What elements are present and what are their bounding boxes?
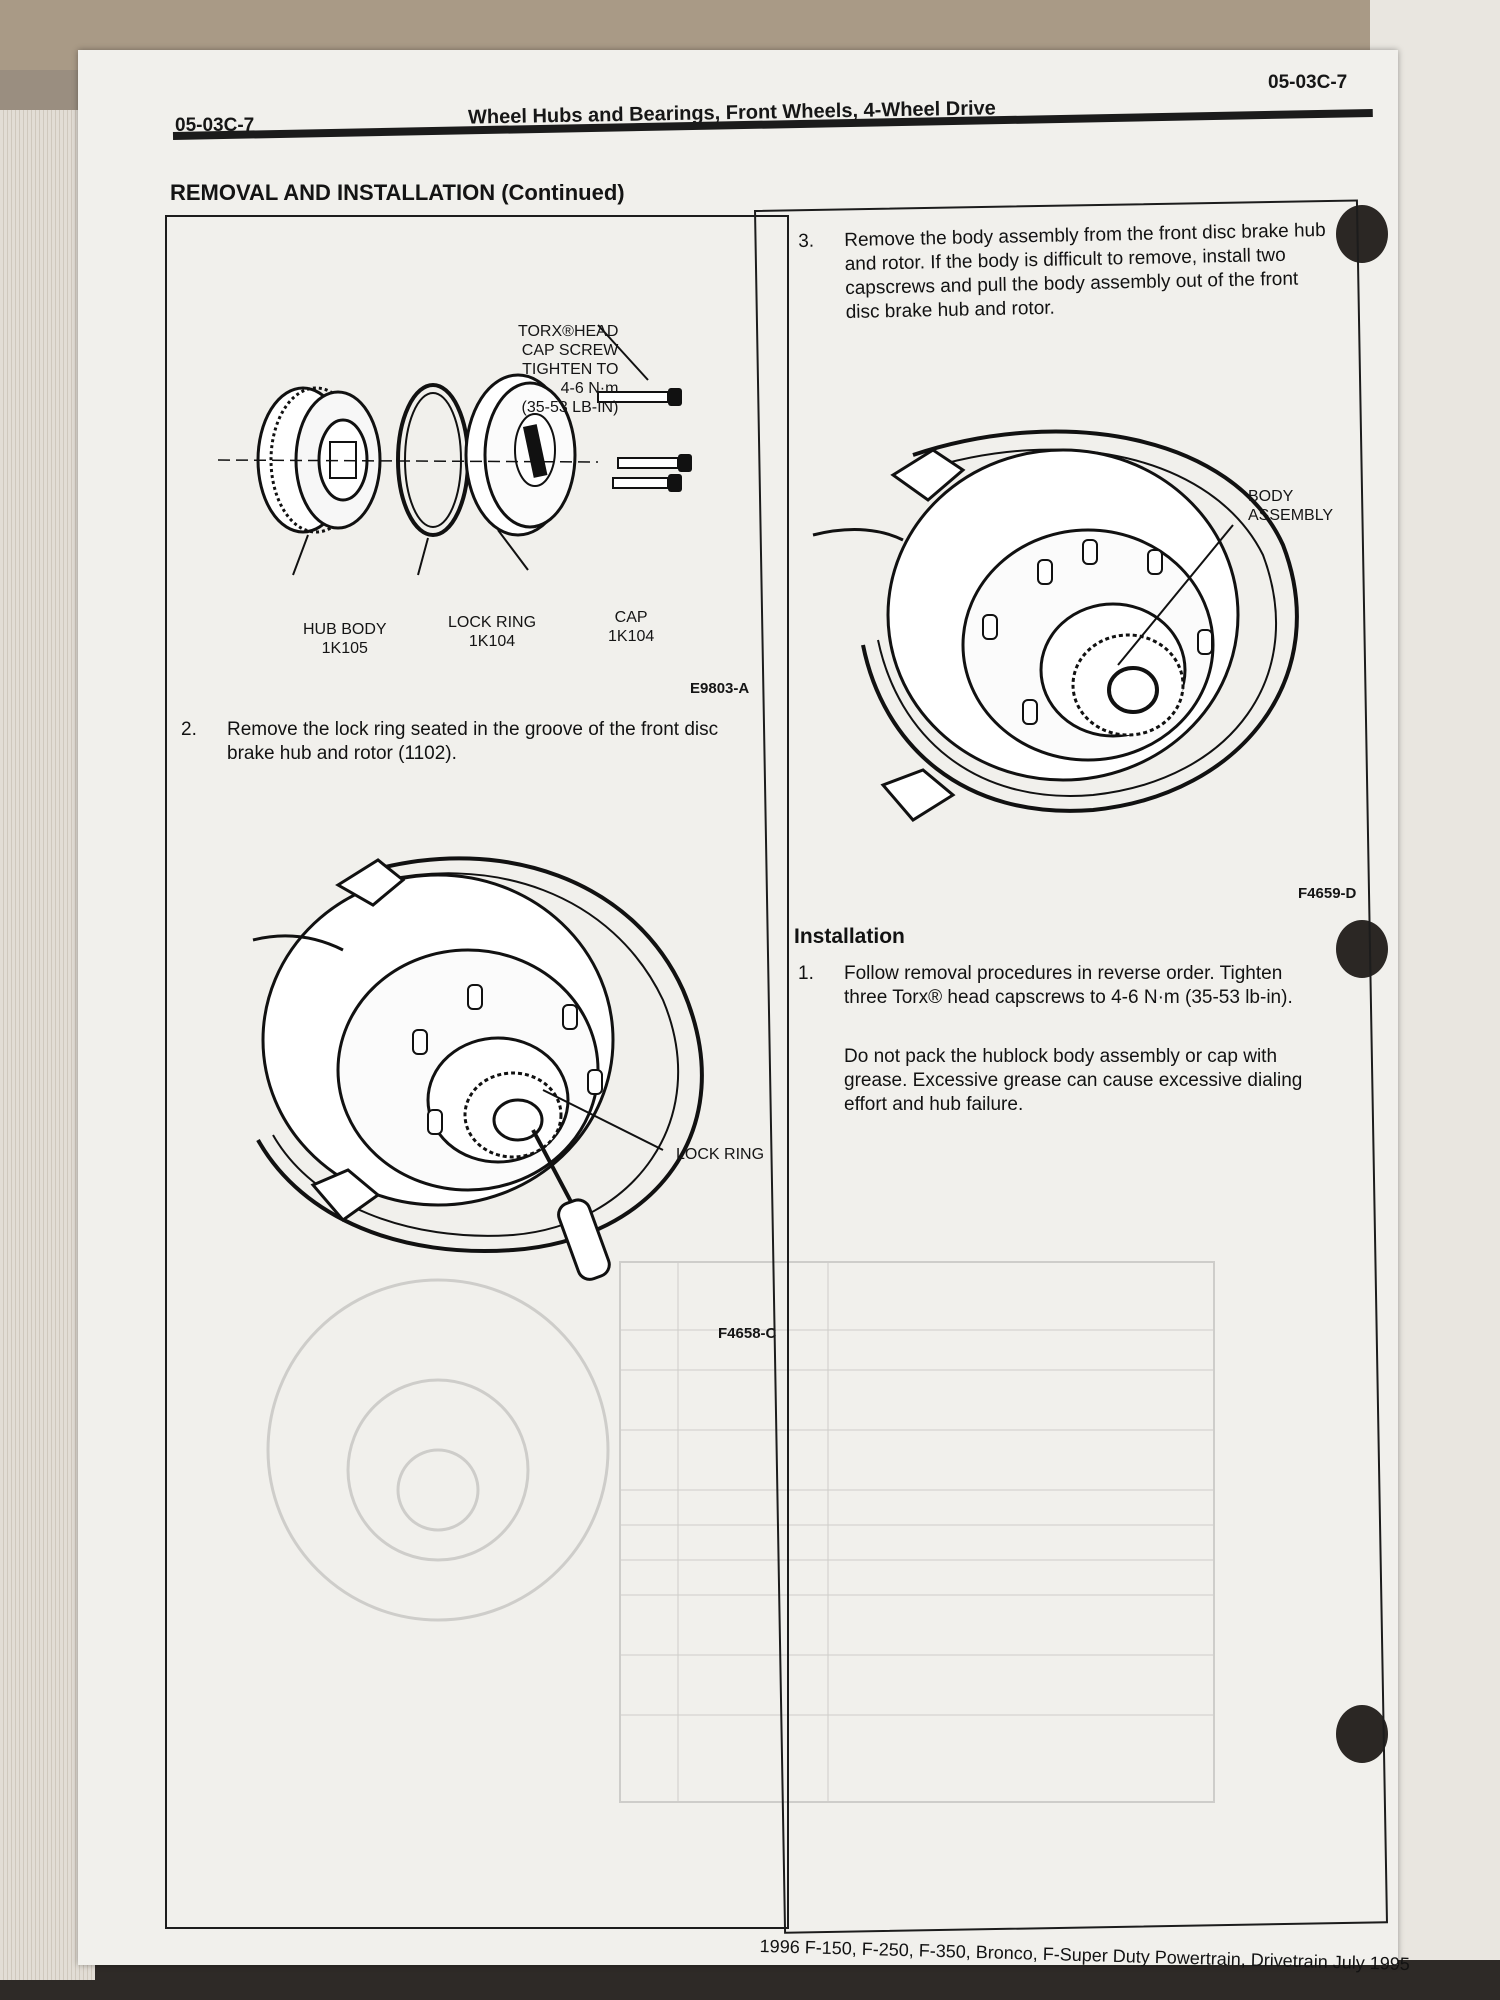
figure-body-assembly-removal: [812, 429, 1299, 822]
manual-page: 05-03C-7 Wheel Hubs and Bearings, Front …: [78, 50, 1410, 1974]
label-torx-head-cap-screw: TORX®HEAD CAP SCREW TIGHTEN TO 4-6 N·m (…: [518, 323, 619, 416]
installation-step-1-text: Follow removal procedures in reverse ord…: [844, 963, 1293, 1008]
figure-hub-exploded-view: [217, 324, 692, 576]
header-section-number-right: 05-03C-7: [1268, 72, 1348, 93]
step-2: 2. Remove the lock ring seated in the gr…: [181, 718, 771, 778]
label-lock-ring: LOCK RING 1K104: [448, 614, 537, 650]
installation-heading: Installation: [794, 925, 905, 948]
label-lock-ring-fig2: LOCK RING: [676, 1146, 765, 1163]
label-body-assembly: BODY ASSEMBLY: [1248, 488, 1334, 524]
step-2-number: 2.: [181, 719, 197, 740]
figure-id-e9803: E9803-A: [690, 680, 750, 697]
lock-ring-drawing: [396, 383, 470, 537]
step-3-number: 3.: [798, 230, 815, 252]
background-floor: [0, 1960, 1500, 2000]
bleed-through-drawing: [266, 1278, 610, 1622]
figure-id-f4659: F4659-D: [1298, 885, 1357, 902]
installation-note: Do not pack the hublock body assembly or…: [844, 1046, 1303, 1115]
left-column-panel: [165, 215, 789, 1929]
figure-id-f4658: F4658-C: [718, 1325, 777, 1342]
cap-screws-drawing: [597, 388, 692, 492]
binder-hole: [1336, 205, 1388, 263]
binder-hole: [1336, 920, 1388, 978]
cap-drawing: [464, 373, 577, 537]
step-3-text: Remove the body assembly from the front …: [844, 219, 1326, 324]
binder-hole: [1336, 1705, 1388, 1763]
installation-step-1: 1. Follow removal procedures in reverse …: [798, 962, 1338, 1042]
step-2-text: Remove the lock ring seated in the groov…: [227, 719, 719, 764]
label-cap: CAP 1K104: [608, 609, 655, 645]
step-3: 3. Remove the body assembly from the fro…: [798, 218, 1361, 360]
section-heading: REMOVAL AND INSTALLATION (Continued): [170, 180, 625, 205]
bleed-through-table: [619, 1261, 1215, 1803]
label-hub-body: HUB BODY 1K105: [303, 621, 387, 657]
installation-step-1-number: 1.: [798, 963, 814, 984]
figure-lock-ring-removal: [252, 856, 704, 1281]
